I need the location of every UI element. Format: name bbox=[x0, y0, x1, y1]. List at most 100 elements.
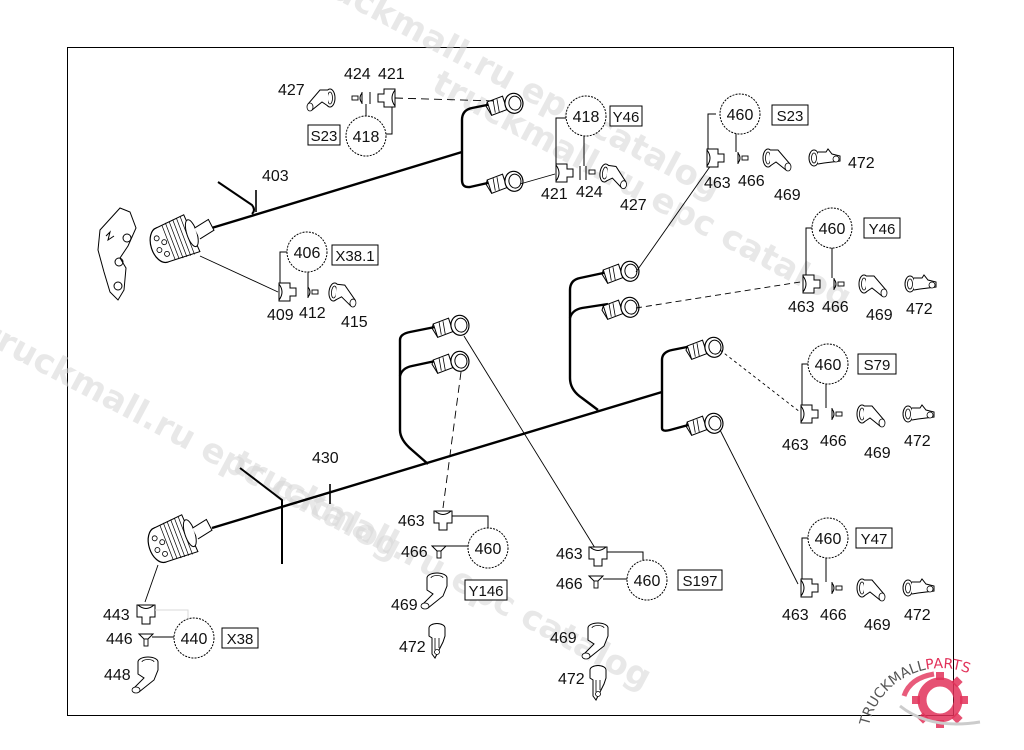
part-label: 463 bbox=[788, 299, 815, 316]
elbow-connector bbox=[684, 335, 726, 363]
callout-box bbox=[771, 104, 809, 126]
callout-circle bbox=[719, 93, 761, 135]
callout-number: 460 bbox=[727, 107, 754, 124]
diagram-frame bbox=[67, 47, 954, 716]
callout-box bbox=[331, 244, 379, 266]
harness-430 bbox=[211, 270, 693, 564]
callout-number: 460 bbox=[815, 531, 842, 548]
callout-group-y46-460: 460 Y46 463 466 469 472 bbox=[788, 207, 937, 324]
elbow-connector bbox=[600, 259, 642, 287]
watermark-text: truckmall.ru epc catalog bbox=[226, 443, 658, 698]
callout-circle bbox=[811, 207, 853, 249]
harness-403 bbox=[204, 102, 493, 232]
harness-label-430: 430 bbox=[312, 450, 339, 467]
part-label: 427 bbox=[278, 82, 305, 99]
callout-box bbox=[221, 627, 259, 649]
callout-group-y47-460: 460 Y47 463 466 469 472 bbox=[782, 517, 935, 634]
round-connector-430 bbox=[142, 506, 218, 568]
callout-box bbox=[863, 217, 901, 239]
callout-circle bbox=[467, 527, 509, 569]
part-label: 466 bbox=[738, 173, 765, 190]
part-label: 469 bbox=[774, 187, 801, 204]
callout-code: Y46 bbox=[869, 221, 896, 238]
callout-circle bbox=[807, 343, 849, 385]
callout-circle bbox=[286, 231, 328, 273]
callout-circle bbox=[565, 95, 607, 137]
part-label: 469 bbox=[866, 307, 893, 324]
part-label: 409 bbox=[267, 307, 294, 324]
elbow-connector bbox=[600, 295, 642, 323]
round-connector-403 bbox=[144, 206, 220, 268]
part-label: 421 bbox=[541, 186, 568, 203]
callout-number: 460 bbox=[819, 221, 846, 238]
callout-number: 460 bbox=[634, 573, 661, 590]
part-label: 469 bbox=[864, 445, 891, 462]
part-label: 472 bbox=[904, 433, 931, 450]
gear-icon bbox=[899, 671, 981, 728]
part-label: 466 bbox=[820, 433, 847, 450]
callout-group-s23-460: 460 S23 463 466 469 472 bbox=[704, 93, 875, 204]
callout-box bbox=[307, 124, 341, 146]
part-label: 469 bbox=[864, 617, 891, 634]
part-label: 472 bbox=[848, 155, 875, 172]
callout-circle bbox=[345, 115, 387, 157]
callout-number: 460 bbox=[475, 541, 502, 558]
callout-box bbox=[855, 527, 893, 549]
callout-number: 418 bbox=[573, 109, 600, 126]
part-label: 463 bbox=[704, 175, 731, 192]
part-label: 427 bbox=[620, 197, 647, 214]
callout-code: Y46 bbox=[613, 109, 640, 126]
callout-code: S23 bbox=[777, 108, 804, 125]
callout-code: Y47 bbox=[861, 531, 888, 548]
part-label: 463 bbox=[398, 513, 425, 530]
callout-box bbox=[464, 579, 508, 601]
mounting-bracket bbox=[97, 207, 137, 301]
callout-circle bbox=[173, 617, 215, 659]
callout-code: X38 bbox=[227, 631, 254, 648]
callout-code: S79 bbox=[864, 357, 891, 374]
callout-code: X38.1 bbox=[335, 248, 374, 265]
part-label: 463 bbox=[782, 607, 809, 624]
callout-box bbox=[857, 353, 897, 375]
elbow-connector bbox=[484, 169, 526, 197]
callout-code: S23 bbox=[311, 128, 338, 145]
callout-code: Y146 bbox=[468, 583, 503, 600]
callout-number: 440 bbox=[181, 631, 208, 648]
truckmallparts-logo: TRUCKMALLPARTS bbox=[857, 656, 981, 728]
part-label: 466 bbox=[822, 299, 849, 316]
part-label: 472 bbox=[906, 301, 933, 318]
part-label: 466 bbox=[820, 607, 847, 624]
callout-group-y146-460: 460 Y146 463 466 469 472 bbox=[391, 510, 509, 659]
callout-group-x38-440: 440 X38 443 446 448 bbox=[103, 604, 259, 694]
callout-group-s23-418: 418 S23 427 424 421 bbox=[278, 66, 405, 157]
callout-group-s79-460: 460 S79 463 466 469 472 bbox=[782, 343, 935, 462]
callout-box bbox=[677, 569, 723, 591]
part-label: 415 bbox=[341, 314, 368, 331]
callout-group-s197-460: 460 S197 463 466 469 472 bbox=[550, 546, 723, 701]
part-label: 472 bbox=[399, 639, 426, 656]
harness-label-403: 403 bbox=[262, 168, 289, 185]
part-label: 424 bbox=[344, 66, 371, 83]
callout-group-y46-418: 418 Y46 421 424 427 bbox=[541, 95, 647, 214]
callout-number: 418 bbox=[353, 129, 380, 146]
callout-number: 406 bbox=[294, 245, 321, 262]
elbow-connector bbox=[684, 411, 726, 439]
callout-number: 460 bbox=[815, 357, 842, 374]
part-label: 443 bbox=[103, 607, 130, 624]
callout-code: S197 bbox=[682, 573, 717, 590]
part-label: 466 bbox=[556, 576, 583, 593]
elbow-connector bbox=[430, 349, 472, 377]
part-label: 472 bbox=[558, 671, 585, 688]
callout-box bbox=[609, 105, 643, 127]
callout-circle bbox=[807, 517, 849, 559]
leader-lines bbox=[144, 97, 801, 603]
part-label: 463 bbox=[782, 437, 809, 454]
logo-text-accent: PARTS bbox=[924, 656, 972, 677]
part-label: 446 bbox=[106, 631, 133, 648]
part-label: 466 bbox=[401, 544, 428, 561]
part-label: 412 bbox=[299, 305, 326, 322]
part-label: 421 bbox=[378, 66, 405, 83]
part-label: 472 bbox=[904, 607, 931, 624]
